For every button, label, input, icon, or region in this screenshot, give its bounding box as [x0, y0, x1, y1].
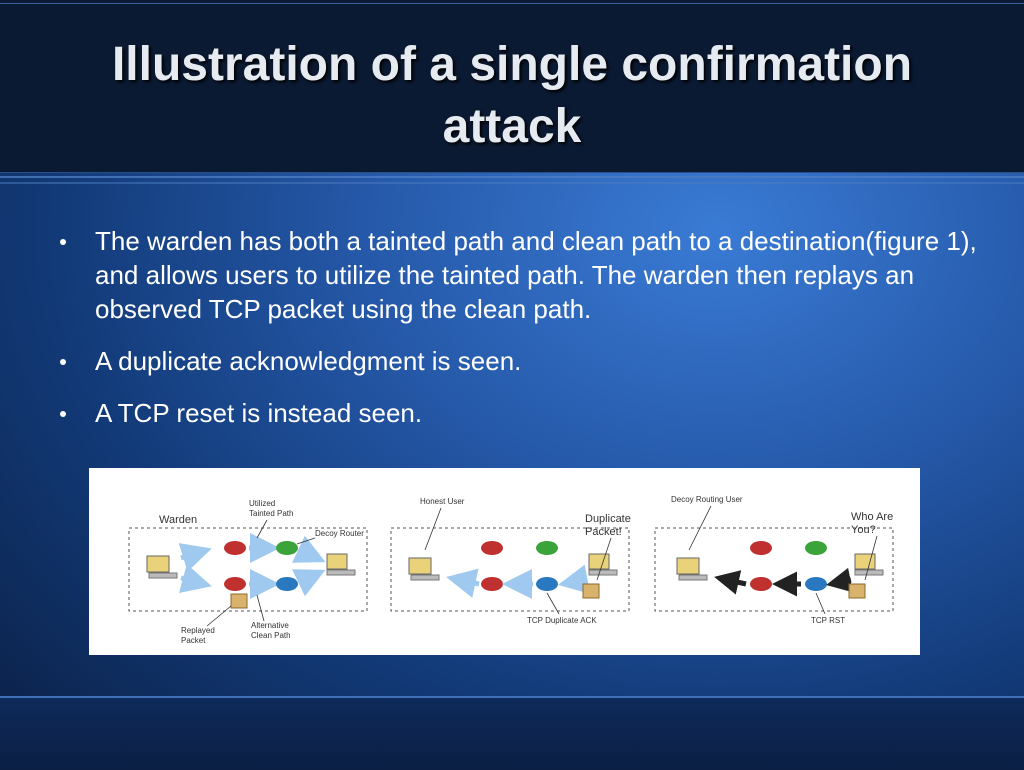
packet-icon: [582, 583, 600, 599]
label-replayed: Replayed: [181, 626, 215, 635]
divider-rule-2: [0, 182, 1024, 184]
leader-line: [815, 592, 826, 615]
router-red-icon: [750, 577, 772, 591]
attack-figure: Warden Utilized Tainted Path Decoy Route…: [89, 468, 920, 655]
label-honest-user: Honest User: [420, 497, 465, 506]
warden-boundary: [654, 527, 894, 612]
label-decoy-routing-user: Decoy Routing User: [671, 495, 743, 504]
path-arrow: [291, 535, 326, 563]
bullet-list: The warden has both a tainted path and c…: [58, 224, 978, 448]
bullet-text: A TCP reset is instead seen.: [95, 398, 423, 428]
panel-honest-user: Honest User Duplicate Packet! TCP Duplic…: [390, 497, 631, 625]
computer-icon: [854, 553, 884, 576]
warden-boundary: [390, 527, 630, 612]
title-band: Illustration of a single confirmation at…: [0, 0, 1024, 173]
bullet-dot-icon: [60, 411, 66, 417]
bullet-text: A duplicate acknowledgment is seen.: [95, 346, 522, 376]
bullet-item: The warden has both a tainted path and c…: [58, 224, 978, 326]
bullet-dot-icon: [60, 359, 66, 365]
ack-arrow: [558, 564, 591, 595]
bullet-item: A TCP reset is instead seen.: [58, 396, 978, 430]
leader-line: [296, 537, 316, 545]
rst-arrow: [826, 567, 854, 593]
divider-rule: [0, 176, 1024, 178]
bullet-item: A duplicate acknowledgment is seen.: [58, 344, 978, 378]
label-utilized: Utilized: [249, 499, 275, 508]
packet-icon: [848, 583, 866, 599]
label-warden: Warden: [159, 514, 197, 526]
title-top-rule: [0, 3, 1024, 4]
router-red-icon: [224, 541, 246, 555]
label-tcp-rst: TCP RST: [811, 616, 845, 625]
packet-icon: [230, 593, 248, 609]
router-blue-icon: [805, 577, 827, 591]
computer-icon: [408, 557, 440, 581]
label-tcp-dup-ack: TCP Duplicate ACK: [527, 616, 597, 625]
bullet-text: The warden has both a tainted path and c…: [95, 226, 977, 324]
path-arrow: [291, 569, 326, 597]
slide-title: Illustration of a single confirmation at…: [111, 38, 913, 153]
router-red-icon: [481, 541, 503, 555]
label-decoy-router: Decoy Router: [315, 529, 364, 538]
router-green-icon: [536, 541, 558, 555]
label-tainted-path: Tainted Path: [249, 509, 293, 518]
computer-icon: [146, 555, 178, 579]
leader-line: [688, 505, 712, 551]
label-duplicate: Duplicate: [585, 513, 631, 525]
leader-line: [864, 535, 878, 581]
router-green-icon: [805, 541, 827, 555]
router-blue-icon: [536, 577, 558, 591]
panel-warden: Warden Utilized Tainted Path Decoy Route…: [128, 499, 368, 645]
leader-line: [256, 519, 268, 539]
router-red-icon: [481, 577, 503, 591]
leader-line: [256, 594, 265, 622]
label-who-are: Who Are: [851, 511, 893, 523]
leader-line: [596, 537, 612, 581]
computer-icon: [326, 553, 356, 576]
router-blue-icon: [276, 577, 298, 591]
label-packet: Packet: [181, 636, 206, 645]
leader-line: [546, 592, 560, 615]
label-clean-path: Clean Path: [251, 631, 291, 640]
computer-icon: [588, 553, 618, 576]
router-green-icon: [276, 541, 298, 555]
label-you: You?: [851, 524, 876, 536]
leader-line: [424, 507, 442, 551]
panel-decoy-user: Decoy Routing User Who Are You? TCP RST: [654, 495, 894, 625]
tainted-arrow: [178, 543, 212, 572]
router-red-icon: [750, 541, 772, 555]
bullet-dot-icon: [60, 239, 66, 245]
label-packet-excl: Packet!: [585, 526, 622, 538]
computer-icon: [676, 557, 708, 581]
clean-arrow: [178, 564, 212, 593]
bottom-band: [0, 696, 1024, 770]
leader-line: [206, 605, 232, 627]
figure-svg: Warden Utilized Tainted Path Decoy Route…: [128, 495, 894, 645]
rst-arrow: [714, 570, 747, 595]
label-alternative: Alternative: [251, 621, 289, 630]
warden-boundary: [128, 527, 368, 612]
router-red-icon: [224, 577, 246, 591]
ack-arrow: [446, 568, 480, 598]
